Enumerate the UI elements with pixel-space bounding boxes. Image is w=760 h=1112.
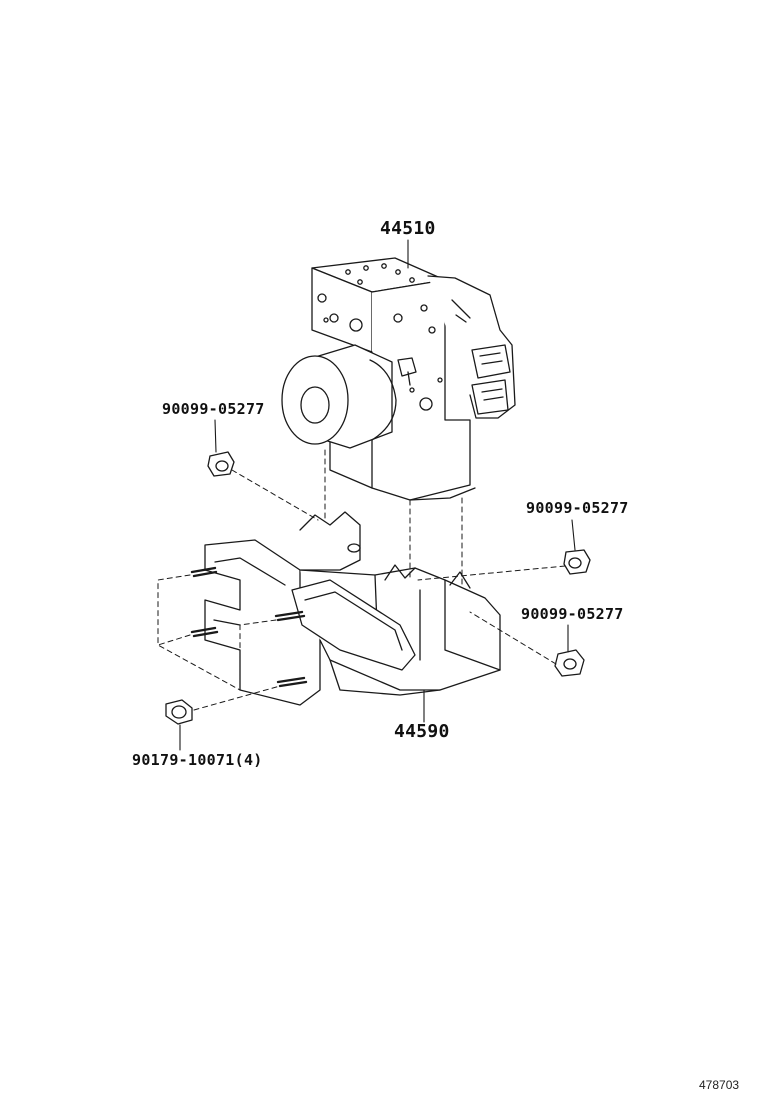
illustration-id: 478703 (699, 1078, 740, 1092)
label-bolt-right-upper: 90099-05277 (526, 499, 629, 517)
bracket-illustration (190, 511, 501, 706)
bolt-left-illustration (207, 451, 235, 477)
nut-illustration (165, 699, 193, 725)
label-bolt-left: 90099-05277 (162, 400, 265, 418)
leader-lines (179, 239, 576, 751)
abs-actuator-illustration (281, 257, 516, 501)
bolt-right-lower-illustration (554, 649, 585, 677)
label-bolt-right-lower: 90099-05277 (521, 605, 624, 623)
label-bracket: 44590 (394, 721, 450, 742)
bolt-right-upper-illustration (563, 549, 591, 575)
label-actuator: 44510 (380, 218, 436, 239)
label-nut: 90179-10071(4) (132, 751, 263, 769)
assembly-dashed-lines (157, 449, 566, 711)
